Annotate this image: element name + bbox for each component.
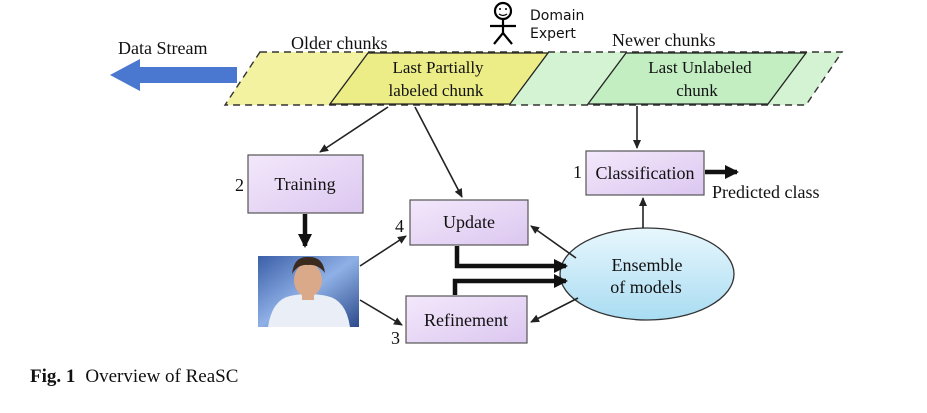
last-partial-chunk-label-line1: Last Partially: [392, 58, 484, 77]
last-partially-labeled-chunk: [328, 52, 550, 105]
figure-caption-text: Overview of ReaSC: [85, 366, 239, 387]
refinement-step-number: 3: [391, 328, 400, 348]
domain-expert-icon: [490, 1, 516, 45]
arrow-ensemble-to-refinement: [530, 297, 579, 323]
update-label: Update: [443, 212, 495, 232]
last-unlabeled-chunk: [586, 52, 808, 105]
ensemble-label-line2: of models: [610, 277, 682, 297]
update-step-number: 4: [395, 216, 404, 236]
predicted-class-label: Predicted class: [712, 182, 819, 202]
last-unlabeled-chunk-label-line1: Last Unlabeled: [648, 58, 752, 77]
refinement-box: [405, 295, 528, 344]
data-stream-arrow-icon: [110, 59, 237, 91]
classification-step-number: 1: [573, 162, 582, 182]
training-box: [247, 154, 364, 214]
arrow-update-to-ensemble: [454, 246, 568, 273]
data-stream-label: Data Stream: [118, 38, 207, 58]
arrow-photo-to-update: [359, 235, 407, 267]
training-step-number: 2: [235, 175, 244, 195]
last-partial-chunk-label-line2: labeled chunk: [389, 81, 484, 100]
newer-chunks-label: Newer chunks: [612, 30, 715, 50]
arrow-partial-to-training: [319, 106, 389, 153]
expert-photo: [258, 256, 359, 327]
data-stream-band-outline: [223, 51, 844, 106]
older-chunks-label: Older chunks: [291, 33, 387, 53]
last-unlabeled-chunk-label-line2: chunk: [676, 81, 718, 100]
figure-caption-label: Fig. 1: [30, 366, 76, 387]
refinement-label: Refinement: [424, 310, 508, 330]
update-box: [409, 199, 529, 246]
arrow-ensemble-to-update: [530, 225, 577, 259]
domain-expert-label-line1: Domain: [530, 8, 584, 24]
arrow-partial-to-update: [414, 106, 463, 198]
ensemble-label-line1: Ensemble: [612, 255, 683, 275]
figure-caption: Fig. 1 Overview of ReaSC: [30, 366, 238, 388]
training-label: Training: [274, 174, 335, 194]
classification-box: [585, 150, 705, 196]
domain-expert-label-line2: Expert: [530, 26, 576, 42]
arrow-photo-to-refinement: [359, 299, 403, 326]
arrow-refinement-to-ensemble: [452, 274, 568, 295]
classification-label: Classification: [596, 163, 695, 183]
